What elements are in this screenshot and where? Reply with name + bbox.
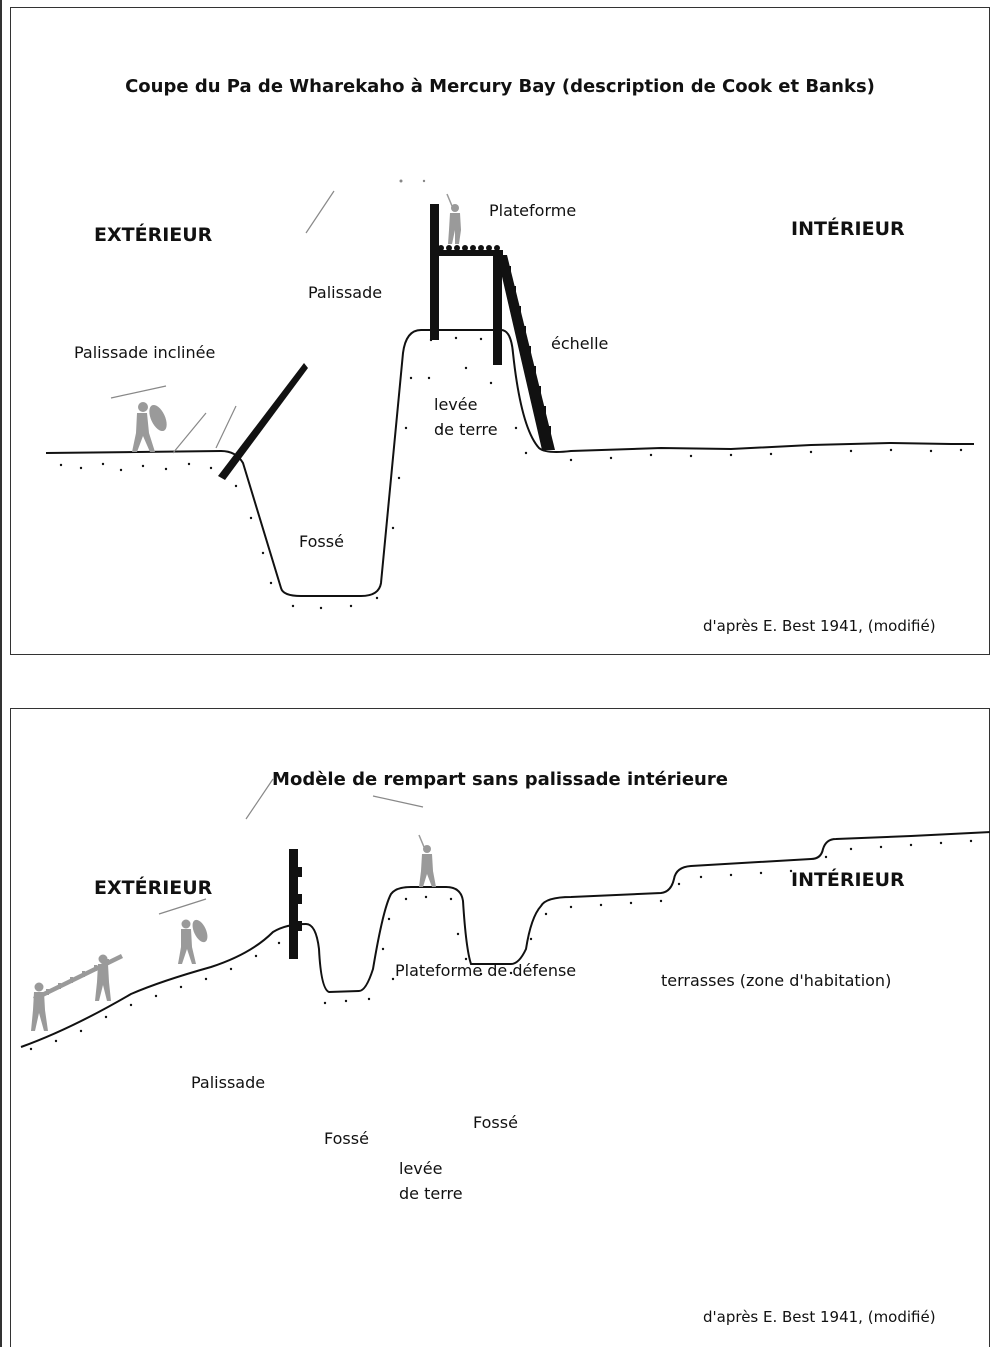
palisade-post-left [430, 204, 439, 340]
cross-section-drawing [45, 179, 974, 610]
ground-profile [20, 831, 990, 1048]
diagram-panel-wharekaho: Coupe du Pa de Wharekaho à Mercury Bay (… [10, 7, 990, 655]
label-palissade: Palissade [308, 283, 383, 302]
label-fosse: Fossé [299, 532, 344, 551]
label-levee: levée [434, 395, 478, 414]
label-fosse-left: Fossé [324, 1129, 369, 1148]
attacker-figure [132, 402, 167, 452]
projectile-lines [110, 190, 335, 454]
label-terrasses: terrasses (zone d'habitation) [661, 971, 892, 990]
palisade-pegs [297, 867, 302, 931]
platform-logs [438, 245, 500, 251]
thrown-stones [399, 179, 426, 183]
interior-label: INTÉRIEUR [791, 218, 905, 240]
label-palissade-inclinee: Palissade inclinée [74, 343, 216, 362]
cross-section-drawing [20, 778, 990, 1051]
inclined-palisade [218, 363, 308, 480]
diagram-panel-rampart-model: Modèle de rempart sans palissade intérie… [10, 708, 990, 1347]
palisade-post [289, 849, 298, 959]
ladder-rungs [505, 266, 551, 434]
label-de-terre: de terre [434, 420, 498, 439]
platform [433, 250, 503, 256]
page-left-border [0, 0, 2, 1347]
label-levee: levée [399, 1159, 443, 1178]
panel-title: Coupe du Pa de Wharekaho à Mercury Bay (… [125, 76, 875, 97]
source-credit: d'après E. Best 1941, (modifié) [703, 617, 936, 635]
interior-label: INTÉRIEUR [791, 869, 905, 891]
soil-dots [29, 839, 973, 1051]
label-plateforme: Plateforme [489, 201, 577, 220]
soil-dots [59, 336, 963, 610]
attacker-figures [31, 919, 208, 1031]
exterior-label: EXTÉRIEUR [94, 224, 213, 246]
palisade-post-right [493, 253, 502, 365]
source-credit: d'après E. Best 1941, (modifié) [703, 1308, 936, 1326]
panel-title: Modèle de rempart sans palissade intérie… [272, 769, 728, 790]
defender-figure [418, 834, 436, 887]
label-plateforme-defense: Plateforme de défense [395, 961, 577, 980]
carried-ladder-rungs [46, 959, 109, 995]
ground-profile [45, 329, 974, 597]
label-palissade: Palissade [191, 1073, 266, 1092]
label-fosse-right: Fossé [473, 1113, 518, 1132]
projectile-lines [158, 778, 424, 915]
exterior-label: EXTÉRIEUR [94, 877, 213, 899]
defender-figure [446, 193, 461, 244]
label-de-terre: de terre [399, 1184, 463, 1203]
label-echelle: échelle [551, 334, 609, 353]
